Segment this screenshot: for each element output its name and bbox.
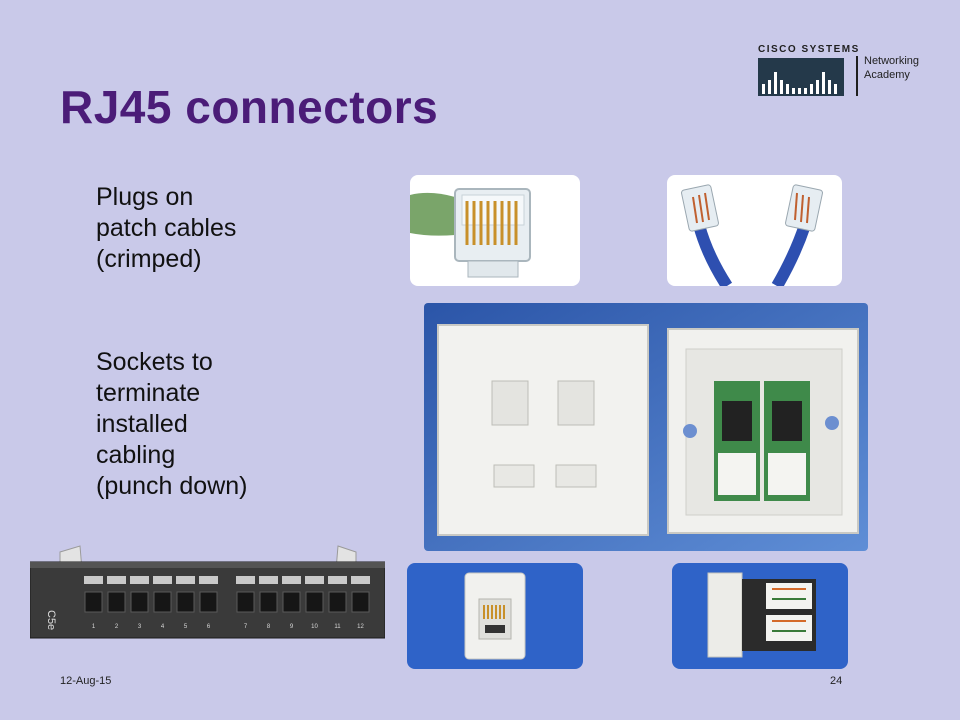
patch-panel-port bbox=[199, 591, 218, 613]
patch-panel-port bbox=[107, 591, 126, 613]
panel-label: C5e bbox=[45, 610, 57, 630]
patch-panel-port bbox=[351, 591, 370, 613]
patch-panel-port bbox=[259, 591, 278, 613]
port-number: 8 bbox=[267, 624, 271, 630]
wall-socket-plates-photo bbox=[424, 303, 868, 551]
port-label-strip bbox=[282, 576, 301, 584]
port-label-strip bbox=[351, 576, 370, 584]
patch-panel-port bbox=[305, 591, 324, 613]
port-number: 3 bbox=[138, 624, 142, 630]
port-label-strip bbox=[107, 576, 126, 584]
port-label-strip bbox=[176, 576, 195, 584]
port-label-strip bbox=[236, 576, 255, 584]
port-number: 2 bbox=[115, 624, 119, 630]
cisco-networking-academy-logo: CISCO SYSTEMS Networking Academy bbox=[758, 44, 938, 98]
slide-title: RJ45 connectors bbox=[60, 81, 439, 133]
page-number: 24 bbox=[830, 675, 843, 687]
cisco-bridge-icon bbox=[758, 58, 844, 96]
port-number: 5 bbox=[184, 624, 188, 630]
port-number: 7 bbox=[244, 624, 248, 630]
port-number: 12 bbox=[357, 624, 364, 630]
patch-panel-port bbox=[153, 591, 172, 613]
port-label-strip bbox=[305, 576, 324, 584]
port-number: 6 bbox=[207, 624, 211, 630]
patch-panel-port bbox=[236, 591, 255, 613]
logo-brand-text: CISCO SYSTEMS bbox=[758, 44, 860, 55]
patch-panel-port bbox=[282, 591, 301, 613]
port-label-strip bbox=[328, 576, 347, 584]
port-label-strip bbox=[130, 576, 149, 584]
rj45-plug-photo bbox=[410, 175, 580, 286]
port-label-strip bbox=[84, 576, 103, 584]
patch-panel-port bbox=[130, 591, 149, 613]
footer-date: 12-Aug-15 bbox=[60, 675, 112, 687]
logo-academy-text: Networking Academy bbox=[864, 55, 920, 81]
port-number: 4 bbox=[161, 624, 165, 630]
port-label-strip bbox=[259, 576, 278, 584]
patch-panel-port bbox=[328, 591, 347, 613]
keystone-jack-side-photo bbox=[672, 563, 848, 669]
port-number: 10 bbox=[311, 624, 318, 630]
logo-divider bbox=[856, 56, 858, 96]
port-label-strip bbox=[153, 576, 172, 584]
patch-cables-photo bbox=[667, 175, 842, 286]
patch-panel-port bbox=[176, 591, 195, 613]
port-number: 1 bbox=[92, 624, 96, 630]
patch-panel-port bbox=[84, 591, 103, 613]
bullet-sockets: Sockets to terminate installed cabling (… bbox=[96, 348, 248, 500]
port-number: 9 bbox=[290, 624, 294, 630]
keystone-jack-front-photo bbox=[407, 563, 583, 669]
port-number: 11 bbox=[334, 624, 341, 630]
port-label-strip bbox=[199, 576, 218, 584]
bullet-plugs: Plugs on patch cables (crimped) bbox=[96, 183, 237, 273]
